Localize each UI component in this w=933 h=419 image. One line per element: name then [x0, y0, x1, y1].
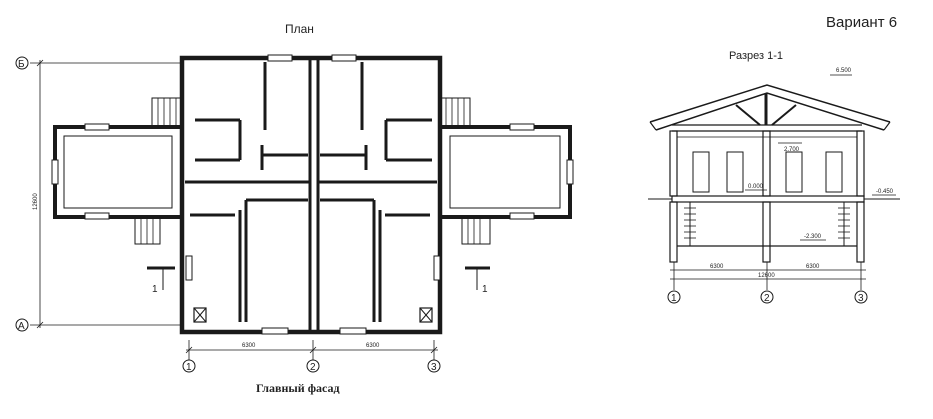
section-dim-left: 6300	[710, 264, 724, 270]
dim-span-left: 6300	[242, 343, 256, 349]
section-title: Разрез 1-1	[729, 50, 784, 62]
section-mark-left: 1	[152, 284, 158, 295]
axis-col-2: 2	[310, 362, 316, 373]
variant-label: Вариант 6	[826, 14, 898, 31]
elev-floor: 0.000	[748, 184, 764, 190]
elev-top: 6.500	[836, 68, 852, 74]
elev-basement: -2.300	[804, 234, 822, 240]
plan-title: План	[285, 22, 314, 36]
axis-col-3: 3	[431, 362, 437, 373]
elev-ground: -0.450	[876, 189, 894, 195]
section-mark-right: 1	[482, 284, 488, 295]
section-dim-total: 12600	[758, 273, 775, 279]
section-axis-3: 3	[858, 293, 864, 304]
section-axis-1: 1	[671, 293, 677, 304]
axis-row-a: А	[18, 321, 25, 332]
dim-overall-vertical: 12600	[33, 193, 39, 210]
facade-caption: Главный фасад	[256, 381, 340, 395]
axis-row-b: Б	[18, 59, 25, 70]
section-dim-right: 6300	[806, 264, 820, 270]
axis-col-1: 1	[186, 362, 192, 373]
elev-ceiling: 2.700	[784, 147, 800, 153]
section-axis-2: 2	[764, 293, 770, 304]
dim-span-right: 6300	[366, 343, 380, 349]
